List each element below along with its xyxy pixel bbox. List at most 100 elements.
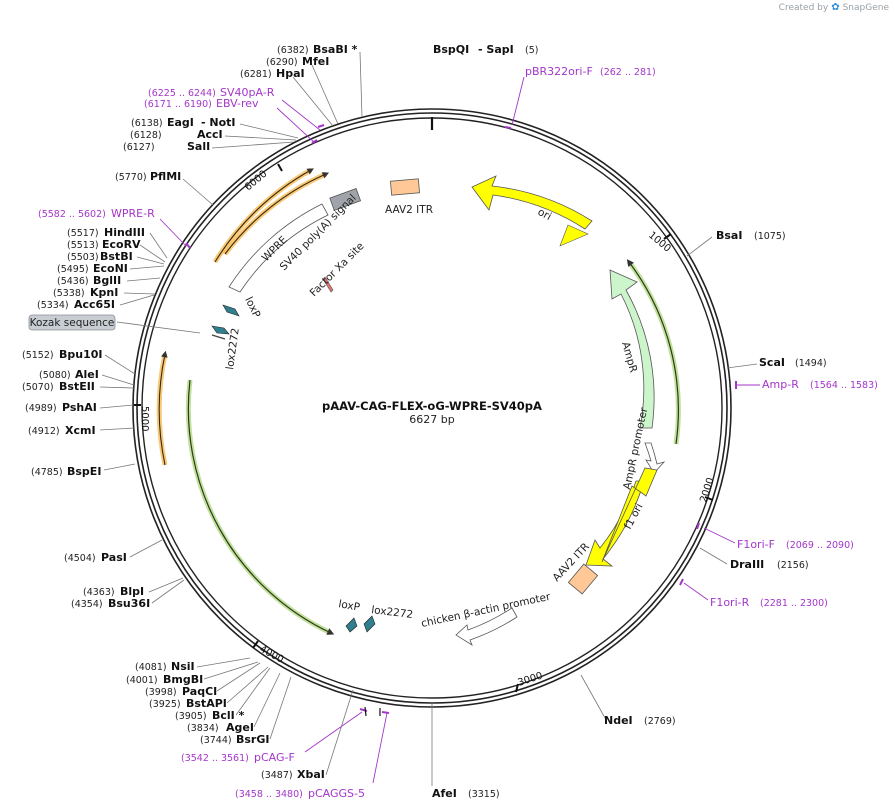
tick-label: 5000 <box>139 406 150 431</box>
site-position: (2769) <box>644 716 676 727</box>
primer-label: (262 .. 281)pBR322ori-F <box>525 65 656 78</box>
plasmid-name: pAAV-CAG-FLEX-oG-WPRE-SV40pA <box>322 399 542 413</box>
site-position: (5436) <box>57 276 89 287</box>
tick-label: 2000 <box>698 476 716 504</box>
restriction-site-labels: BsaBI *(6382)MfeI (6290)HpaI (6281) EagI- N… <box>22 43 827 800</box>
primer-name: SV40pA-R <box>220 86 275 99</box>
site-position: (3744) <box>200 735 232 746</box>
site-position: (6290) <box>266 57 298 68</box>
site-name: XcmI <box>65 424 96 437</box>
primer-label: (6225 .. 6244) SV40pA-R <box>148 86 275 99</box>
site-name: HpaI <box>276 67 305 80</box>
site-name-secondary: - SapI <box>478 43 514 56</box>
site-position: (3998) <box>145 687 177 698</box>
site-name: BmgBI <box>163 673 203 686</box>
aav2-itr-top-feature <box>390 178 420 196</box>
primer-name: WPRE-R <box>111 207 155 220</box>
aav2-itr-top-label: AAV2 ITR <box>385 204 433 216</box>
site-position: (4989) <box>25 403 57 414</box>
primer-position: (6225 .. 6244) <box>148 88 216 99</box>
site-name: ScaI <box>759 356 785 369</box>
site-position: (6281) <box>240 69 272 80</box>
site-position: (3834) <box>187 723 219 734</box>
site-label: Bpu10I (5152) <box>22 348 103 361</box>
site-name: BlpI <box>120 585 144 598</box>
site-name: DraIII <box>730 558 764 571</box>
site-position: (5503) <box>67 252 99 263</box>
site-label: BsaBI *(6382) <box>277 43 358 56</box>
primer-label: (3542 .. 3561) pCAG-F <box>181 751 295 764</box>
site-position: (5152) <box>22 350 54 361</box>
site-name: Bpu10I <box>59 348 103 361</box>
site-position: (5334) <box>37 300 69 311</box>
site-label: XcmI(4912) <box>28 424 96 437</box>
site-name: BglII <box>93 274 121 287</box>
snapgene-brand: Created by ✿ SnapGene <box>779 2 889 13</box>
site-name: BsaI <box>716 229 742 242</box>
site-name: MfeI <box>302 55 329 68</box>
leader-lines <box>99 51 758 786</box>
site-name: BclI * <box>212 709 245 722</box>
site-name: BspEI <box>67 465 101 478</box>
primer-name: pCAG-F <box>254 751 295 764</box>
primer-position: (262 .. 281) <box>600 67 656 78</box>
tick-label: 1000 <box>646 230 673 255</box>
site-name: Bsu36I <box>108 597 150 610</box>
site-name: NsiI <box>171 660 195 673</box>
site-position: (4001) <box>126 675 158 686</box>
site-label: BlpI (4363) <box>83 585 144 598</box>
site-name: PaqCI <box>182 685 217 698</box>
primer-label: (5582 .. 5602)WPRE-R <box>38 207 155 220</box>
site-position: (2156) <box>777 560 809 571</box>
cba-promoter-feature <box>455 607 518 646</box>
primer-label: (6171 .. 6190)EBV-rev <box>144 97 259 110</box>
site-label: BglII (5436) <box>57 274 121 287</box>
site-name: KpnI <box>90 286 118 299</box>
site-position: (6382) <box>277 45 309 56</box>
site-label: AccI(6128) <box>130 128 223 141</box>
site-label: AfeI(3315) <box>432 787 500 800</box>
lox2272-left-feature <box>211 325 230 335</box>
site-label: Acc65I(5334) <box>37 298 115 311</box>
site-position: (4363) <box>83 587 115 598</box>
factor-xa-feature <box>322 276 334 293</box>
site-label: PaqCI (3998) <box>145 685 217 698</box>
site-label: BspQI- SapI(5) <box>433 43 538 56</box>
primer-label: (3458 .. 3480)pCAGGS-5 <box>235 787 365 800</box>
primer-position: (3542 .. 3561) <box>181 753 249 764</box>
site-label: Bsu36I (4354) <box>71 597 150 610</box>
tick-mark <box>252 640 259 649</box>
site-label: BstAPI(3925) <box>149 697 227 710</box>
tick-mark <box>663 233 672 240</box>
site-position: (4504) <box>64 553 96 564</box>
site-label: NdeI(2769) <box>604 714 676 727</box>
site-name: BstAPI <box>186 697 227 710</box>
tick-marks <box>133 163 714 693</box>
site-position: (5770) <box>115 172 147 183</box>
ampr-promoter-feature <box>644 442 666 474</box>
primer-position: (2281 .. 2300) <box>760 598 828 609</box>
site-label: EcoNI(5495) <box>57 262 128 275</box>
site-label: HpaI (6281) <box>240 67 305 80</box>
site-label: HindIII(5517) <box>67 226 145 239</box>
tick-mark <box>277 163 283 172</box>
primer-label: (2069 .. 2090)F1ori-F <box>737 538 854 551</box>
site-name: EcoRV <box>102 238 141 251</box>
site-name: PflMI <box>150 170 181 183</box>
primer-label: (1564 .. 1583)Amp-R <box>762 378 878 391</box>
primer-leaders <box>159 76 760 784</box>
loxp-left-feature <box>222 304 240 317</box>
site-position: (1494) <box>795 358 827 369</box>
site-label: PasI (4504) <box>64 551 127 564</box>
lox2272-bottom-label: lox2272 <box>371 604 414 621</box>
site-label: EagI- NotI(6138) <box>131 116 236 129</box>
site-name: PasI <box>101 551 127 564</box>
ampr-feature <box>609 269 655 429</box>
site-name: AleI <box>75 368 99 381</box>
tick-label: 4000 <box>258 644 286 666</box>
site-position: (3487) <box>261 770 293 781</box>
site-position: (4354) <box>71 599 103 610</box>
ori-label: ori <box>536 206 554 223</box>
site-name: SalI <box>187 140 210 153</box>
primer-position: (6171 .. 6190) <box>144 99 212 110</box>
